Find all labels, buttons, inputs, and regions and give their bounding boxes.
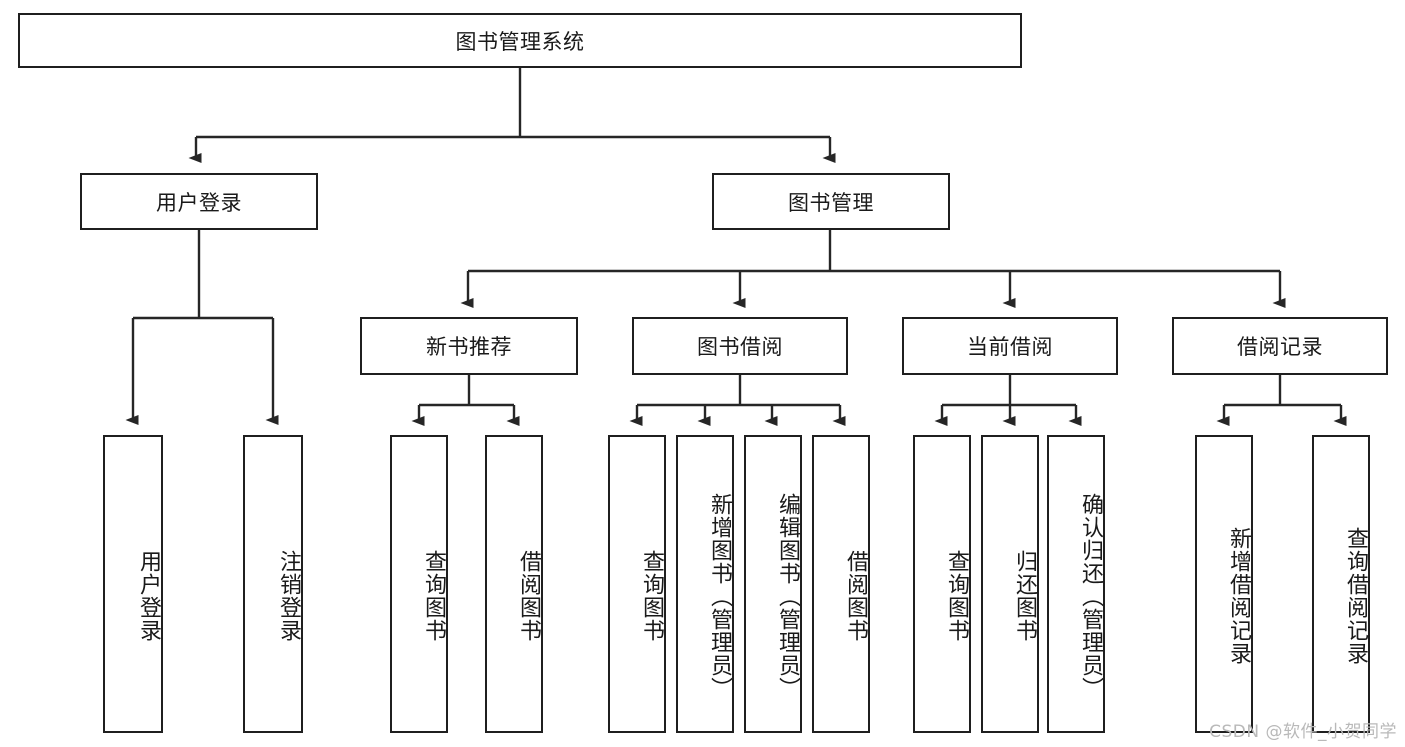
node-label: 新增借阅记录 xyxy=(1226,527,1251,665)
node-label: 归还图书 xyxy=(1012,550,1037,642)
leaf-user-login[interactable]: 用户登录 xyxy=(103,435,163,733)
node-root-book-management-system[interactable]: 图书管理系统 xyxy=(18,13,1022,68)
node-borrow-record[interactable]: 借阅记录 xyxy=(1172,317,1388,375)
node-user-login[interactable]: 用户登录 xyxy=(80,173,318,230)
node-label: 图书管理 xyxy=(788,190,874,215)
leaf-query-book-new-rec[interactable]: 查询图书 xyxy=(390,435,448,733)
leaf-borrow-book[interactable]: 借阅图书 xyxy=(812,435,870,733)
leaf-confirm-return-admin[interactable]: 确认归还（管理员） xyxy=(1047,435,1105,733)
node-book-management[interactable]: 图书管理 xyxy=(712,173,950,230)
node-new-book-recommendation[interactable]: 新书推荐 xyxy=(360,317,578,375)
node-label: 注销登录 xyxy=(276,550,301,642)
node-label: 确认归还（管理员） xyxy=(1078,492,1103,700)
node-label: 查询图书 xyxy=(639,550,664,642)
leaf-query-book-current[interactable]: 查询图书 xyxy=(913,435,971,733)
node-label: 当前借阅 xyxy=(967,335,1053,359)
node-label: 借阅记录 xyxy=(1237,335,1323,359)
leaf-return-book[interactable]: 归还图书 xyxy=(981,435,1039,733)
node-label: 用户登录 xyxy=(156,190,242,215)
node-label: 用户登录 xyxy=(136,550,161,642)
node-label: 图书借阅 xyxy=(697,335,783,359)
watermark-text: CSDN @软件_小贺同学 xyxy=(1209,722,1397,742)
leaf-edit-book-admin[interactable]: 编辑图书（管理员） xyxy=(744,435,802,733)
node-label: 查询借阅记录 xyxy=(1343,527,1368,665)
node-current-borrow[interactable]: 当前借阅 xyxy=(902,317,1118,375)
node-label: 借阅图书 xyxy=(516,550,541,642)
leaf-borrow-book-new-rec[interactable]: 借阅图书 xyxy=(485,435,543,733)
leaf-query-book-borrow[interactable]: 查询图书 xyxy=(608,435,666,733)
node-label: 新书推荐 xyxy=(426,335,512,359)
leaf-add-borrow-record[interactable]: 新增借阅记录 xyxy=(1195,435,1253,733)
node-label: 图书管理系统 xyxy=(455,29,585,54)
node-label: 查询图书 xyxy=(944,550,969,642)
node-book-borrow[interactable]: 图书借阅 xyxy=(632,317,848,375)
node-label: 新增图书（管理员） xyxy=(707,492,732,700)
leaf-query-borrow-record[interactable]: 查询借阅记录 xyxy=(1312,435,1370,733)
node-label: 编辑图书（管理员） xyxy=(775,492,800,700)
leaf-add-book-admin[interactable]: 新增图书（管理员） xyxy=(676,435,734,733)
leaf-logout[interactable]: 注销登录 xyxy=(243,435,303,733)
node-label: 查询图书 xyxy=(421,550,446,642)
node-label: 借阅图书 xyxy=(843,550,868,642)
